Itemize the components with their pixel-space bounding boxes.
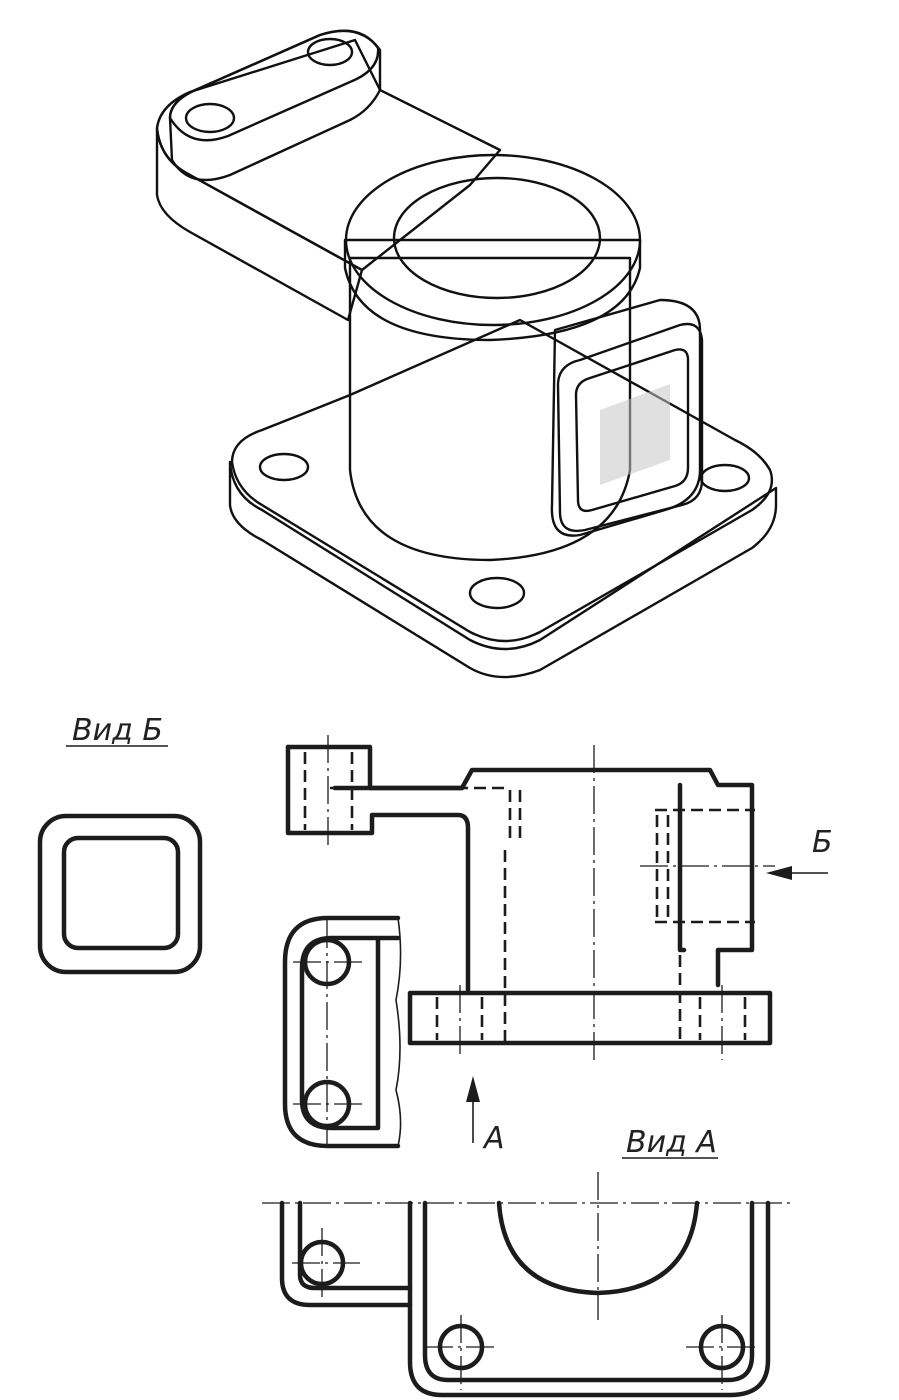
base-hole-front	[468, 576, 526, 610]
view-b-arrow: Б	[766, 825, 833, 880]
boss-hole-top	[306, 37, 354, 67]
front-view-base-plate	[407, 990, 773, 1046]
partial-view-boss	[282, 915, 402, 1149]
arrow-b-letter: Б	[812, 825, 833, 860]
cylinder-top-flange	[344, 153, 642, 327]
view-a-title: Вид А	[626, 1125, 717, 1160]
cylinder-bore	[392, 176, 602, 300]
base-hole-right	[699, 463, 751, 493]
arrow-a-letter: А	[482, 1121, 505, 1156]
base-hole-left	[258, 452, 310, 482]
view-b-title: Вид Б	[72, 713, 163, 748]
view-a-drawing	[262, 1172, 792, 1398]
view-b-outer-contour	[37, 813, 203, 975]
isometric-view	[155, 29, 778, 679]
front-view	[285, 735, 775, 1065]
view-b-drawing	[37, 813, 203, 975]
view-b-inner-contour	[61, 835, 181, 951]
view-a-arrow: А	[466, 1076, 505, 1156]
boss-hole-bottom	[184, 102, 236, 134]
